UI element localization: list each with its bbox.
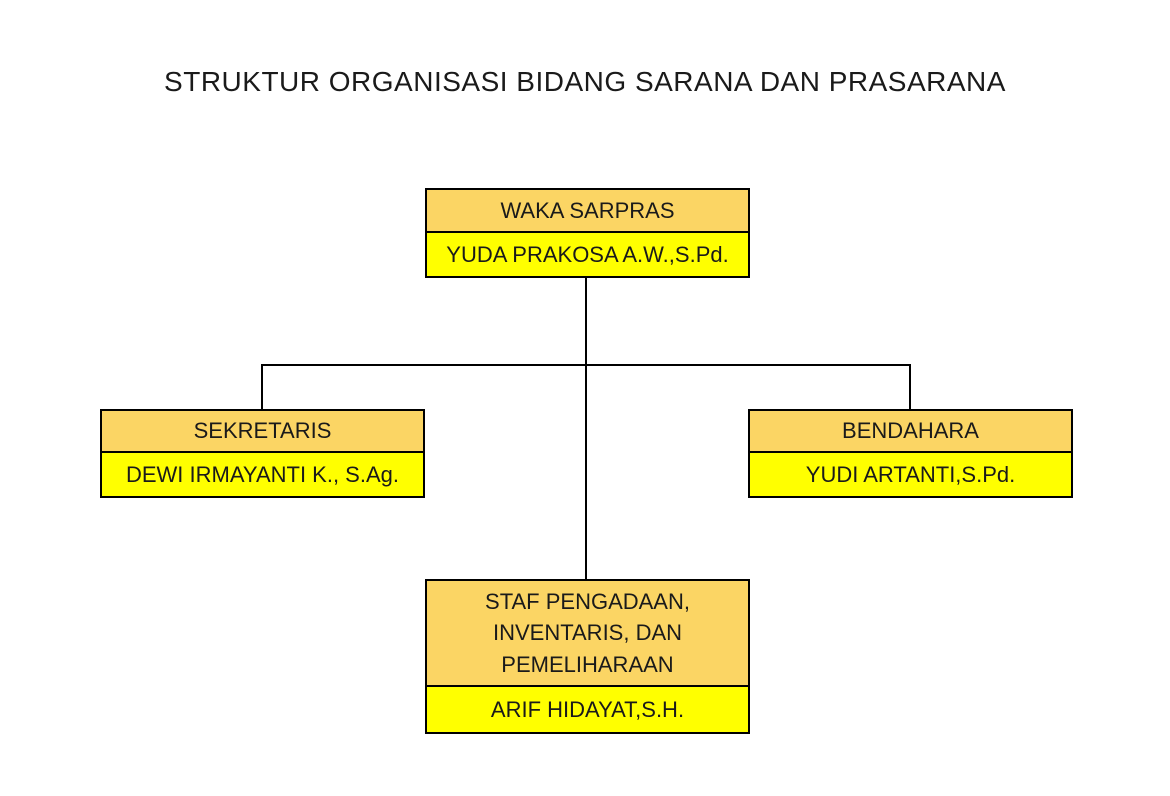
connector-waka-to-staf [585, 278, 587, 579]
role-text-line1: STAF PENGADAAN, [485, 589, 690, 615]
org-node-waka-sarpras: WAKA SARPRAS YUDA PRAKOSA A.W.,S.Pd. [425, 188, 750, 278]
role-text-line2: INVENTARIS, DAN [492, 620, 683, 646]
node-name-label: YUDA PRAKOSA A.W.,S.Pd. [427, 233, 748, 276]
role-text: BENDAHARA [842, 418, 979, 444]
role-text-line3: PEMELIHARAAN [501, 651, 674, 677]
role-text: WAKA SARPRAS [500, 197, 675, 223]
node-name-label: YUDI ARTANTI,S.Pd. [750, 453, 1071, 496]
node-name-label: ARIF HIDAYAT,S.H. [427, 687, 748, 732]
org-node-sekretaris: SEKRETARIS DEWI IRMAYANTI K., S.Ag. [100, 409, 425, 498]
org-node-staf-pengadaan: STAF PENGADAAN, INVENTARIS, DAN PEMELIHA… [425, 579, 750, 734]
connector-horizontal-branch [261, 364, 911, 366]
node-role-label: STAF PENGADAAN, INVENTARIS, DAN PEMELIHA… [427, 581, 748, 687]
node-role-label: WAKA SARPRAS [427, 190, 748, 233]
org-node-bendahara: BENDAHARA YUDI ARTANTI,S.Pd. [748, 409, 1073, 498]
node-role-label: SEKRETARIS [102, 411, 423, 453]
node-name-label: DEWI IRMAYANTI K., S.Ag. [102, 453, 423, 496]
connector-to-bendahara [909, 364, 911, 409]
connector-to-sekretaris [261, 364, 263, 409]
node-role-label: BENDAHARA [750, 411, 1071, 453]
role-text: SEKRETARIS [193, 418, 332, 444]
page-title: STRUKTUR ORGANISASI BIDANG SARANA DAN PR… [164, 66, 1006, 97]
